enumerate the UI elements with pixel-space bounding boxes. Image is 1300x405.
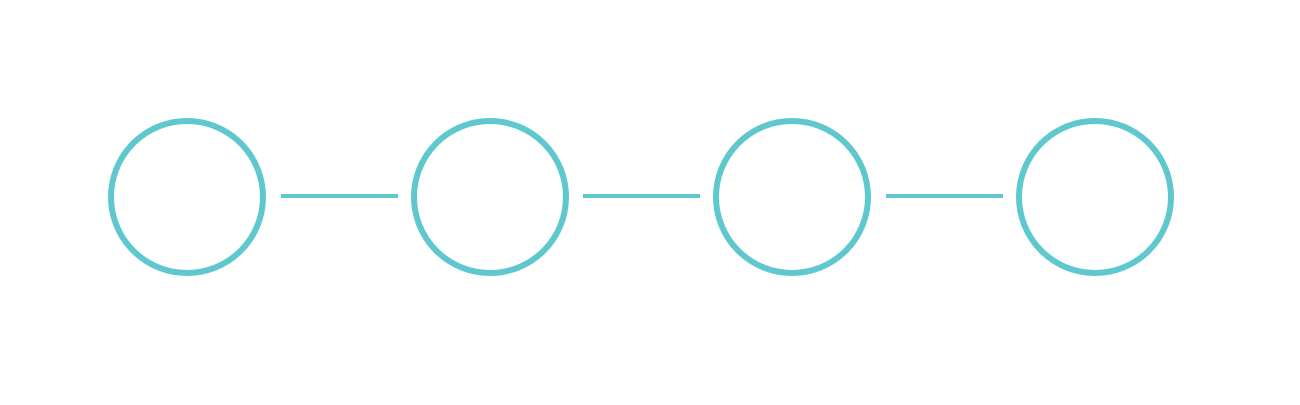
step-circle-3[interactable]	[713, 118, 871, 276]
step-circle-4[interactable]	[1016, 118, 1174, 276]
step-circle-2[interactable]	[411, 118, 569, 276]
step-connector-3	[886, 194, 1003, 198]
step-circle-1[interactable]	[108, 118, 266, 276]
step-connector-1	[281, 194, 398, 198]
step-connector-2	[583, 194, 700, 198]
